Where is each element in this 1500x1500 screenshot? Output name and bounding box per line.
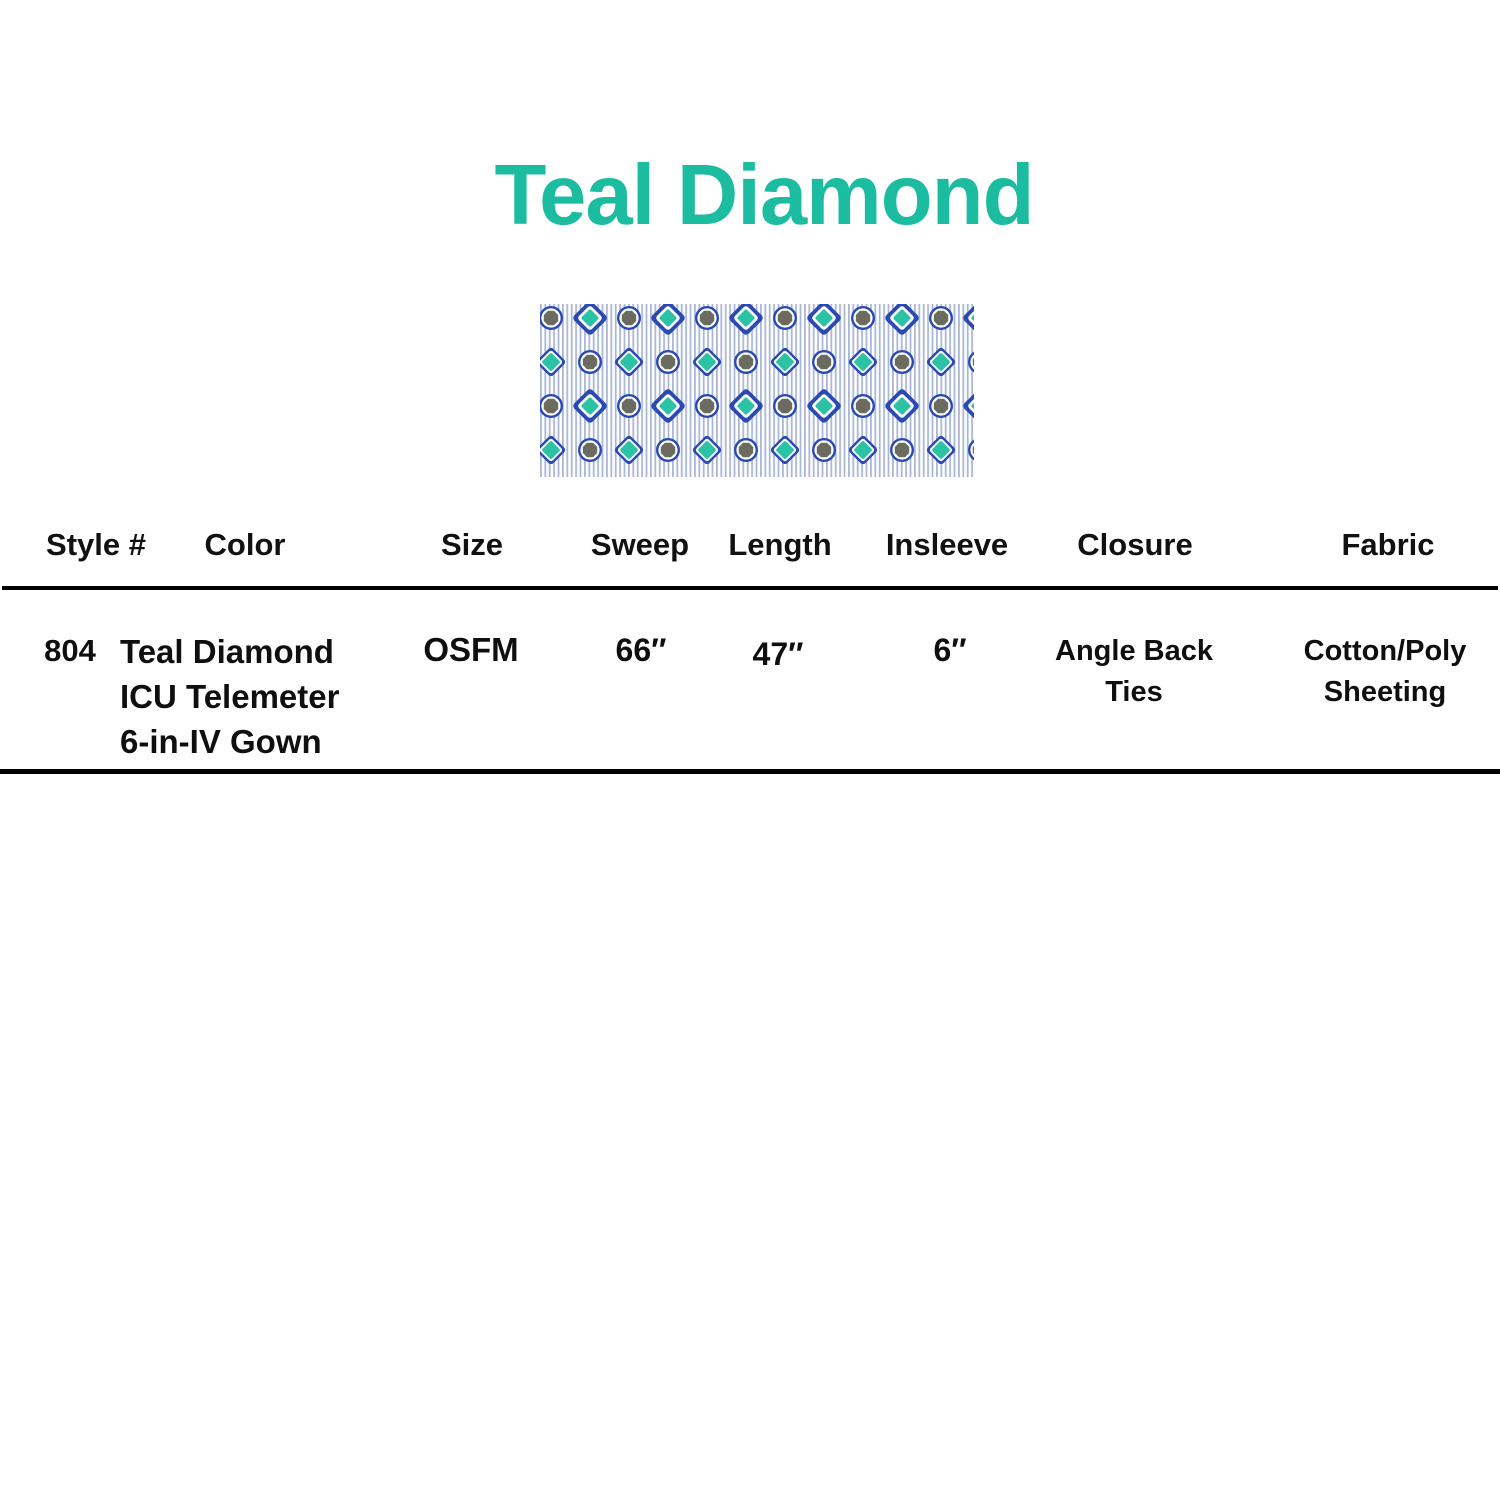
closure-line: Angle Back: [1055, 635, 1213, 667]
cell-insleeve: 6″: [933, 632, 967, 668]
fabric-line: Sheeting: [1323, 676, 1447, 708]
fabric-pattern-svg: [540, 304, 974, 477]
cell-style-number: 804: [44, 633, 96, 668]
cell-color-name: Teal Diamond ICU Telemeter 6-in-IV Gown: [120, 629, 339, 764]
column-header-color: Color: [204, 527, 286, 562]
cell-closure: Angle Back Ties: [1034, 631, 1234, 713]
cell-fabric: Cotton/Poly Sheeting: [1285, 631, 1485, 713]
closure-line: Ties: [1105, 676, 1163, 708]
table-bottom-divider: [0, 769, 1500, 774]
column-header-fabric: Fabric: [1341, 527, 1435, 562]
color-name-line: 6-in-IV Gown: [120, 723, 322, 760]
column-header-length: Length: [728, 527, 832, 562]
column-header-sweep: Sweep: [590, 527, 690, 562]
column-header-size: Size: [440, 527, 504, 562]
color-name-line: ICU Telemeter: [120, 678, 340, 715]
column-header-style-number: Style #: [46, 527, 146, 562]
cell-length: 47″: [752, 636, 804, 672]
page-title: Teal Diamond: [494, 148, 1034, 243]
color-name-line: Teal Diamond: [120, 633, 334, 670]
table-header-divider: [2, 586, 1498, 590]
fabric-line: Cotton/Poly: [1303, 635, 1467, 667]
column-header-insleeve: Insleeve: [885, 527, 1009, 562]
cell-sweep: 66″: [615, 632, 667, 668]
column-header-closure: Closure: [1077, 527, 1193, 562]
cell-size: OSFM: [423, 631, 519, 668]
fabric-swatch-image: [540, 304, 974, 477]
